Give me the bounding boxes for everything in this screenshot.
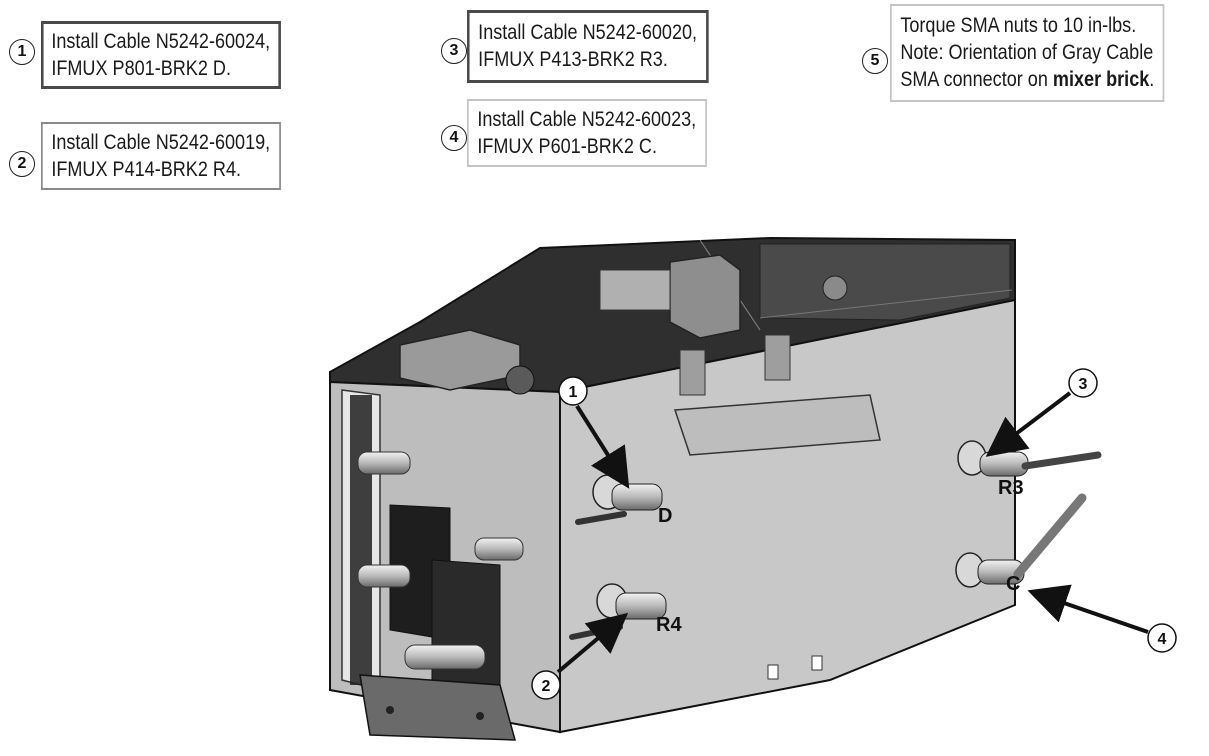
callout-4-number: 4 (1158, 631, 1167, 648)
note-line3-pre: SMA connector on (900, 68, 1053, 91)
callout-3-number: 3 (1079, 376, 1088, 393)
note-line3: SMA connector on mixer brick. (900, 66, 1154, 93)
callout-1-number: 1 (569, 384, 578, 401)
note-number: 5 (862, 48, 888, 74)
step-3-box: Install Cable N5242-60020, IFMUX P413-BR… (467, 10, 709, 83)
step-3-line2: IFMUX P413-BRK2 R3. (478, 48, 668, 71)
port-label-c: C (1006, 573, 1020, 595)
step-2-line1: Install Cable N5242-60019, (51, 131, 271, 154)
callout-3-circle (1068, 368, 1098, 398)
step-2-line2: IFMUX P414-BRK2 R4. (51, 158, 242, 181)
note-box: Torque SMA nuts to 10 in-lbs. Note: Orie… (890, 4, 1165, 102)
step-4-line2: IFMUX P601-BRK2 C. (477, 135, 657, 158)
step-2-number: 2 (9, 151, 35, 177)
callout-3-arrow (985, 391, 1072, 457)
callout-4-circle (1147, 623, 1177, 653)
base-plate (359, 674, 516, 741)
note-line2: Note: Orientation of Gray Cable (900, 41, 1154, 64)
note-line3-post: . (1149, 68, 1155, 91)
port-label-r3: R3 (998, 477, 1024, 499)
top-face-lighter (759, 243, 1011, 321)
callout-2-number: 2 (542, 678, 551, 695)
step-3-line1: Install Cable N5242-60020, (478, 21, 698, 44)
step-4-box: Install Cable N5242-60023, IFMUX P601-BR… (467, 99, 707, 167)
step-4-line1: Install Cable N5242-60023, (477, 108, 697, 131)
port-label-d: D (658, 505, 672, 527)
step-1-line2: IFMUX P801-BRK2 D. (51, 57, 231, 80)
step-1-number: 1 (9, 39, 35, 65)
step-1-box: Install Cable N5242-60024, IFMUX P801-BR… (41, 21, 281, 89)
note-line3-bold: mixer brick (1052, 68, 1150, 91)
callout-1-circle (558, 376, 588, 406)
step-3-number: 3 (441, 38, 467, 64)
callout-4-arrow (1027, 584, 1149, 634)
step-2-box: Install Cable N5242-60019, IFMUX P414-BR… (41, 122, 281, 190)
port-label-r4: R4 (656, 614, 682, 636)
callout-2-arrow (556, 612, 629, 674)
note-line1: Torque SMA nuts to 10 in-lbs. (900, 14, 1137, 37)
step-1-line1: Install Cable N5242-60024, (51, 30, 271, 53)
callout-1-arrow (575, 404, 630, 489)
callout-2-circle (531, 670, 561, 700)
step-4-number: 4 (441, 125, 467, 151)
